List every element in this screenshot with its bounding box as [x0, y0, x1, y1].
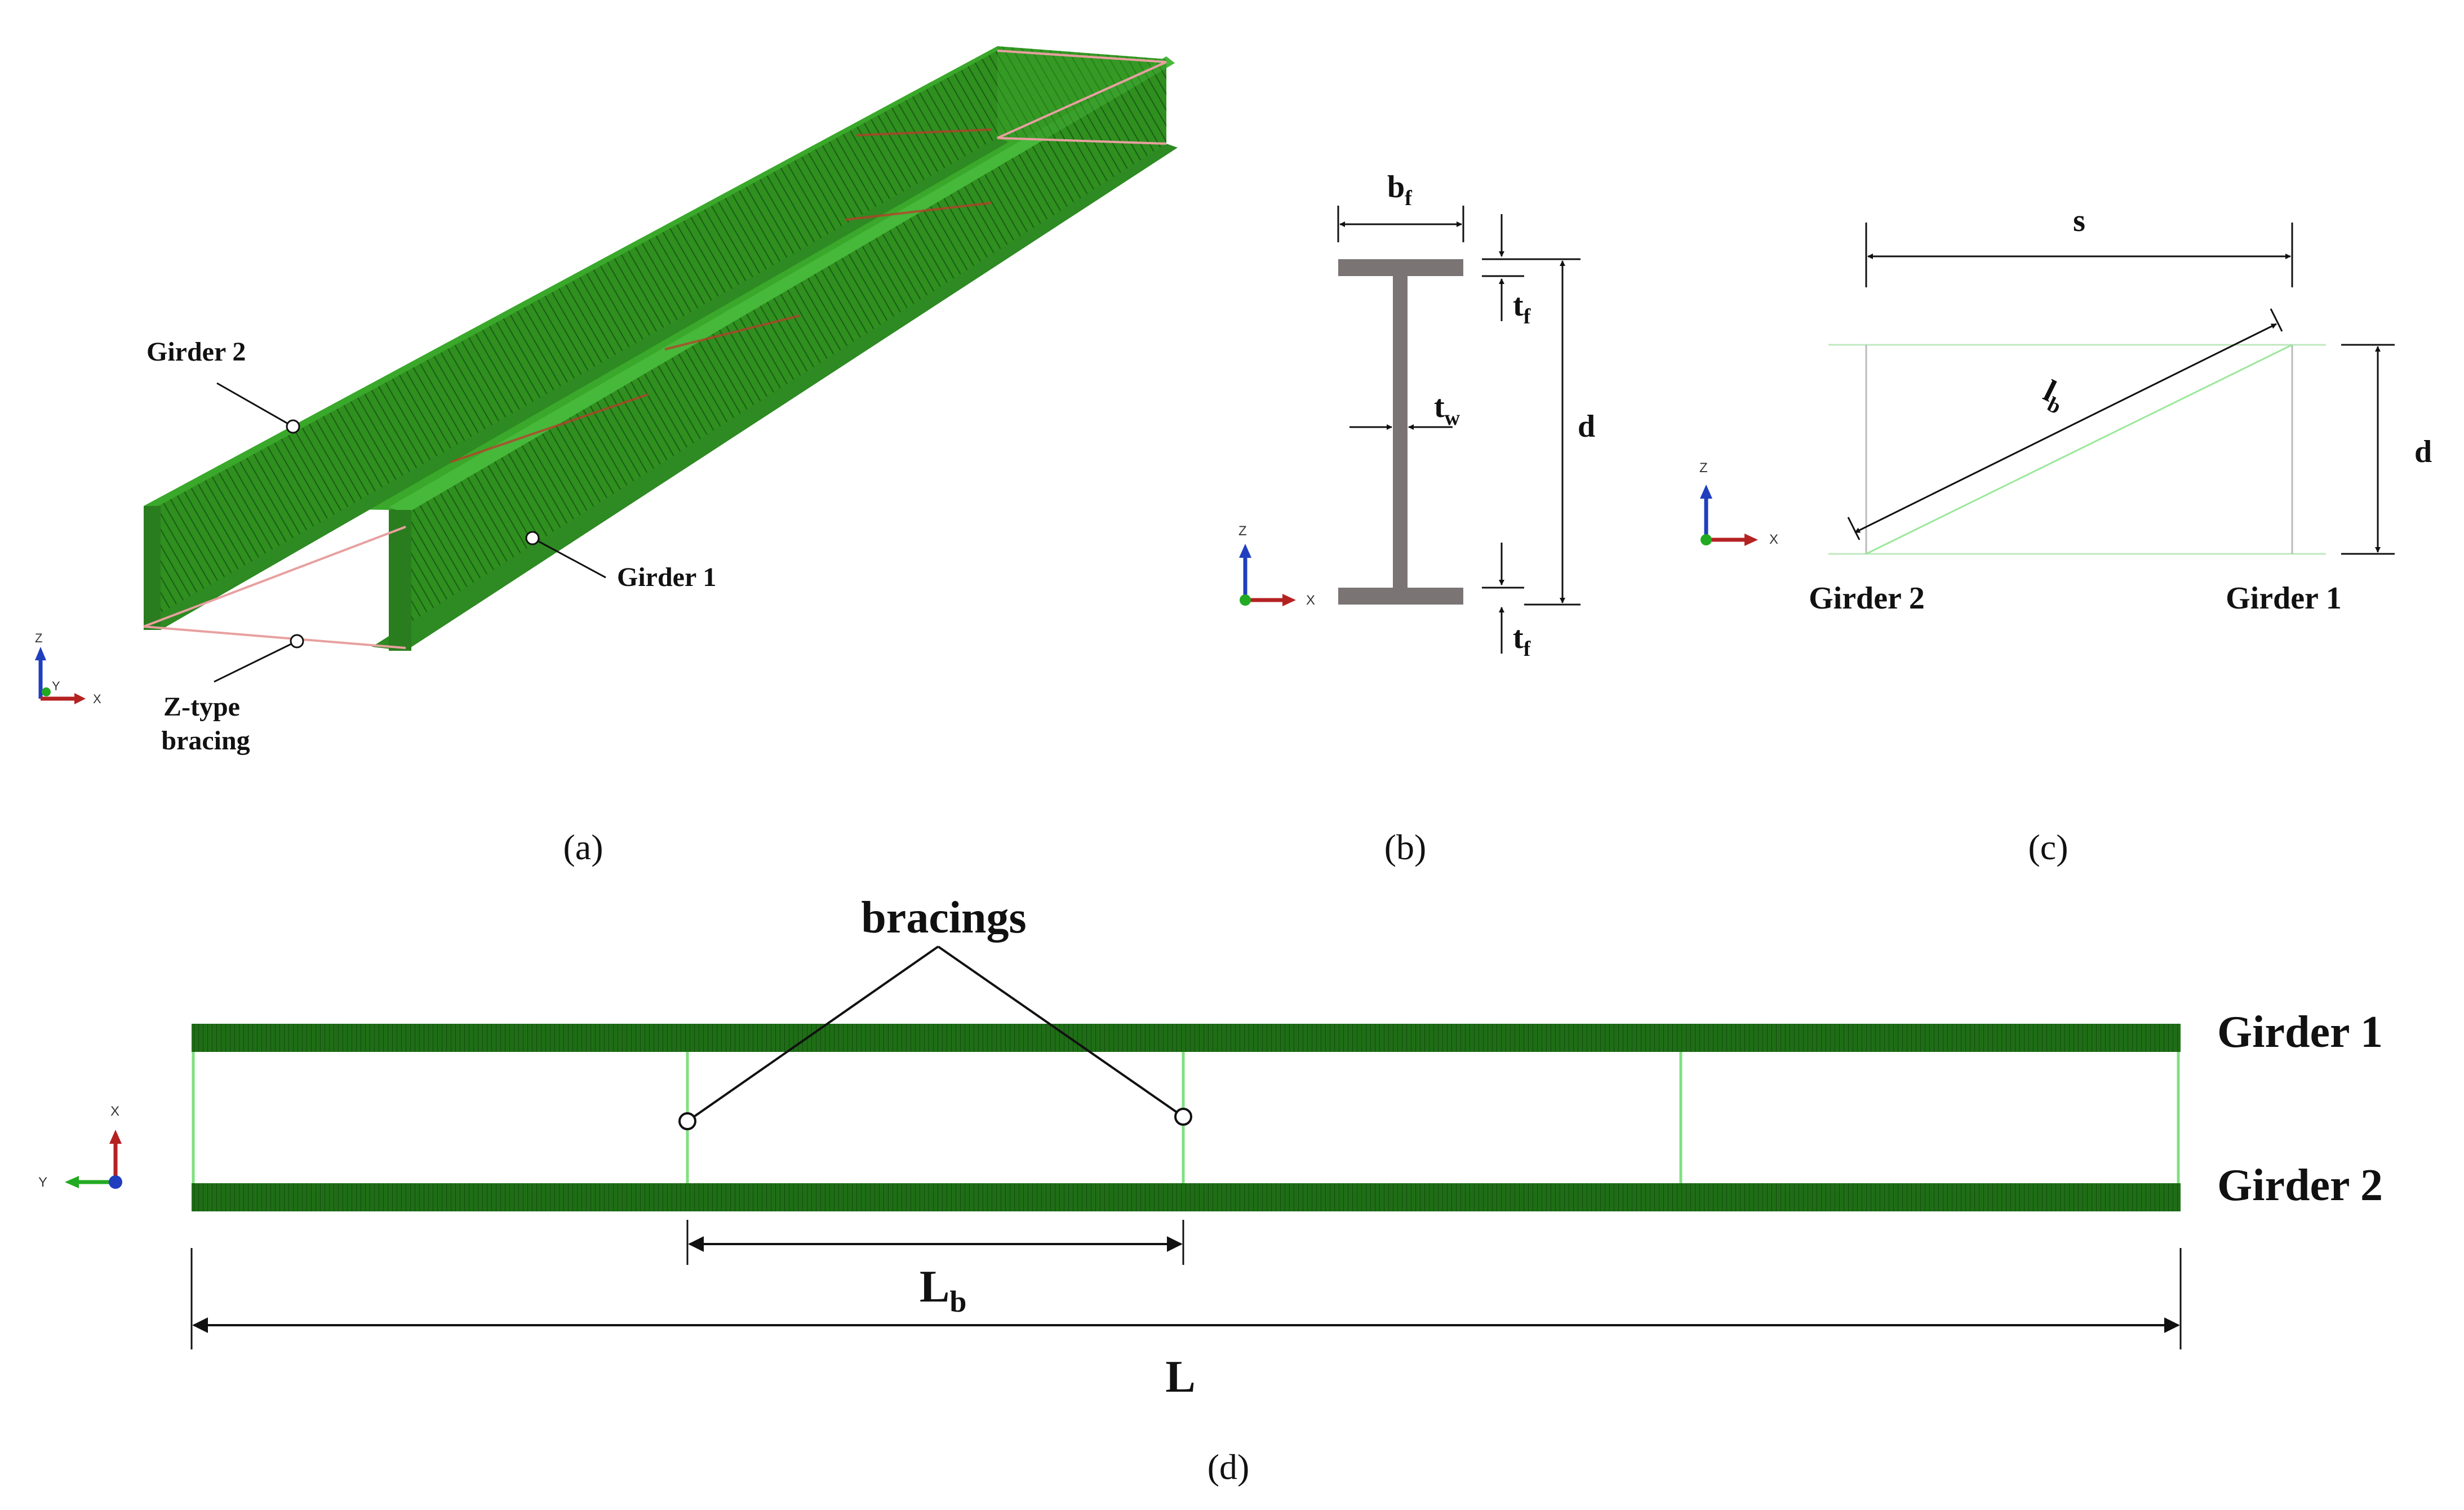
- panel-a-3d-model: Girder 2 Girder 1 Z-type bracing Z Y X (…: [35, 46, 1178, 867]
- girder2-plan: [192, 1183, 2181, 1211]
- girder2-marker: [286, 419, 300, 434]
- tf-bottom-label: tf: [1513, 620, 1531, 661]
- lb-dimension: [1854, 323, 2277, 534]
- bf-label: bf: [1387, 170, 1413, 210]
- panel-b-section: bf tf tw d tf Z X (b): [1238, 170, 1595, 867]
- girder1-bottom-flange: [372, 144, 1178, 651]
- girder1-leader: [532, 537, 606, 579]
- panel-a-bracing-label-1: Z-type: [163, 692, 240, 722]
- bracing-leader: [214, 640, 298, 683]
- panel-c-caption: (c): [2028, 827, 2068, 867]
- panel-a-girder1-label: Girder 1: [617, 562, 716, 592]
- panel-b-caption: (b): [1384, 827, 1427, 867]
- girder1-plan: [192, 1024, 2181, 1052]
- bracing-marker-1: [678, 1112, 696, 1130]
- panel-b-axis-x: X: [1306, 593, 1315, 608]
- panel-a-axis-triad: Z Y X: [35, 631, 101, 706]
- panel-d-girder2-label: Girder 2: [2217, 1161, 2383, 1210]
- panel-c-axis-z: Z: [1699, 460, 1708, 476]
- bracing-marker-2: [1174, 1108, 1192, 1126]
- girder2-near-end: [144, 506, 161, 630]
- s-label: s: [2073, 203, 2085, 238]
- panel-b-axis-z: Z: [1238, 523, 1247, 539]
- panel-a-axis-z: Z: [35, 631, 42, 645]
- z-bracing-members: [143, 50, 1167, 649]
- i-section-top-flange: [1338, 259, 1463, 276]
- panel-a-axis-x: X: [93, 692, 101, 706]
- panel-c-cross-frame: s lb d Girder 2 Girder 1 Z X (c): [1699, 203, 2432, 867]
- i-section-web: [1393, 276, 1408, 588]
- panel-c-girder1-label: Girder 1: [2226, 581, 2342, 616]
- panel-d-axis-y: Y: [38, 1175, 47, 1190]
- L-label: L: [1165, 1352, 1195, 1402]
- diagonal-brace: [1866, 344, 2293, 555]
- panel-d-girder1-label: Girder 1: [2217, 1007, 2383, 1057]
- i-section-bottom-flange: [1338, 588, 1463, 605]
- panel-c-axis-x: X: [1769, 532, 1778, 547]
- panel-a-bracing-label-2: bracing: [161, 726, 250, 756]
- panel-d-plan-view: bracings Girder 1 Girder 2 Lb L X Y (d): [38, 893, 2383, 1487]
- bracings-label: bracings: [861, 893, 1026, 943]
- panel-d-axis-x: X: [110, 1104, 119, 1119]
- internal-bracing-lines: [450, 128, 992, 463]
- girder1-marker: [525, 531, 540, 545]
- Lb-label: Lb: [920, 1262, 966, 1318]
- lb-label: lb: [2036, 374, 2072, 419]
- tw-label: tw: [1434, 389, 1460, 430]
- girder2-bottom-flange: [144, 138, 1009, 630]
- girder2-leader: [216, 382, 294, 428]
- panel-b-axis-triad: Z X: [1238, 523, 1315, 608]
- girder2-web: [151, 51, 997, 625]
- tf-top-label: tf: [1513, 288, 1531, 328]
- d-label-c: d: [2414, 434, 2432, 469]
- panel-a-girder2-label: Girder 2: [146, 337, 246, 367]
- panel-d-axis-triad: X Y: [38, 1104, 122, 1190]
- d-label-b: d: [1578, 409, 1595, 444]
- bracing-marker: [290, 634, 304, 649]
- panel-d-caption: (d): [1207, 1447, 1250, 1487]
- girder1-top-flange: [389, 56, 1175, 514]
- panel-a-caption: (a): [563, 827, 603, 867]
- panel-a-axis-y: Y: [52, 679, 60, 693]
- girder1-near-end: [389, 510, 411, 651]
- panel-c-axis-triad: Z X: [1699, 460, 1778, 547]
- panel-c-girder2-label: Girder 2: [1809, 581, 1925, 616]
